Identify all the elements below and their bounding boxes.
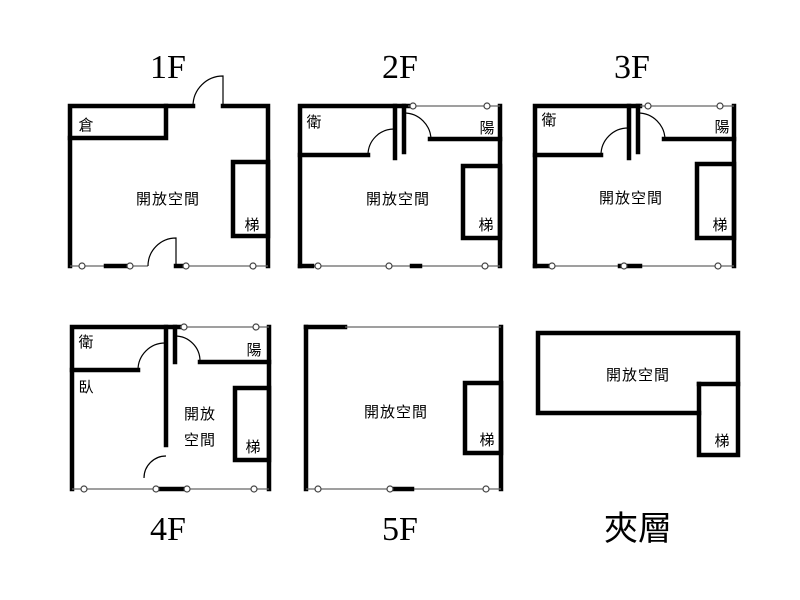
floor-4f: 4F 衛 臥 陽 開放 空間 梯 bbox=[69, 323, 272, 548]
floor-1f: 1F 倉 開放空間 梯 bbox=[67, 49, 271, 270]
room-storage-label: 倉 bbox=[78, 116, 93, 134]
window-post bbox=[483, 102, 491, 110]
room-bath-label: 衛 bbox=[306, 113, 321, 131]
stairs-box bbox=[230, 159, 271, 239]
window-post bbox=[250, 485, 258, 493]
window-post bbox=[409, 102, 417, 110]
floor-4f-label: 4F bbox=[150, 511, 186, 548]
door-swing bbox=[147, 237, 177, 267]
floor-1f-label: 1F bbox=[150, 49, 186, 86]
window-post bbox=[481, 262, 489, 270]
window-post bbox=[644, 102, 652, 110]
room-stairs-label: 梯 bbox=[712, 216, 727, 234]
window-post bbox=[152, 485, 160, 493]
floor-3f-label: 3F bbox=[614, 49, 650, 86]
room-bath-label: 衛 bbox=[78, 333, 93, 351]
wall bbox=[67, 103, 196, 269]
door-swing bbox=[600, 127, 629, 156]
window-post bbox=[716, 102, 724, 110]
stairs-box bbox=[694, 161, 737, 241]
door-swing bbox=[192, 75, 224, 107]
door-swing bbox=[174, 335, 201, 362]
window-post bbox=[385, 262, 393, 270]
window-post bbox=[314, 262, 322, 270]
floor-2f-label: 2F bbox=[382, 49, 418, 86]
floor-3f: 3F 衛 陽 開放空間 梯 bbox=[532, 49, 737, 270]
room-stairs-label: 梯 bbox=[479, 431, 494, 449]
room-open-space-label: 開放空間 bbox=[364, 403, 428, 421]
door-swing bbox=[403, 112, 432, 141]
floor-mezzanine: 夾層 開放空間 梯 bbox=[535, 330, 741, 548]
window-post bbox=[386, 485, 394, 493]
window-post bbox=[78, 262, 86, 270]
room-open-space-label-line1: 開放 bbox=[184, 405, 216, 423]
window-post bbox=[180, 323, 188, 331]
door-swing bbox=[637, 112, 666, 141]
window-post bbox=[80, 485, 88, 493]
floor-5f: 5F 開放空間 梯 bbox=[303, 324, 504, 548]
wall bbox=[67, 103, 169, 141]
floor-5f-label: 5F bbox=[382, 511, 418, 548]
window-post bbox=[249, 262, 257, 270]
window-post bbox=[314, 485, 322, 493]
window-post bbox=[182, 262, 190, 270]
room-bath-label: 衛 bbox=[541, 111, 556, 129]
room-open-space-label: 開放空間 bbox=[606, 366, 670, 384]
window-post bbox=[126, 262, 134, 270]
room-open-space-label: 開放空間 bbox=[136, 190, 200, 208]
wall bbox=[69, 324, 183, 492]
room-stairs-label: 梯 bbox=[244, 216, 259, 234]
room-stairs-label: 梯 bbox=[478, 216, 493, 234]
window-post bbox=[183, 485, 191, 493]
door-swing bbox=[367, 128, 395, 156]
door-swing bbox=[143, 455, 167, 479]
room-balcony-label: 陽 bbox=[479, 119, 494, 137]
window-post bbox=[548, 262, 556, 270]
stairs-box bbox=[462, 380, 504, 456]
wall bbox=[220, 103, 271, 269]
wall bbox=[535, 330, 741, 458]
window-post bbox=[620, 262, 628, 270]
room-open-space-label: 開放空間 bbox=[366, 190, 430, 208]
wall bbox=[532, 103, 643, 269]
window-post bbox=[714, 262, 722, 270]
room-open-space-label-line2: 空間 bbox=[184, 431, 216, 449]
room-balcony-label: 陽 bbox=[714, 118, 729, 136]
stairs-box bbox=[232, 385, 272, 463]
room-open-space-label: 開放空間 bbox=[599, 189, 663, 207]
wall bbox=[297, 103, 411, 269]
floor-2f: 2F 衛 陽 開放空間 梯 bbox=[297, 49, 503, 270]
door-swing bbox=[137, 342, 166, 371]
room-stairs-label: 梯 bbox=[245, 438, 260, 456]
room-balcony-label: 陽 bbox=[246, 341, 261, 359]
floor-mezzanine-label: 夾層 bbox=[604, 511, 672, 548]
window-post bbox=[252, 323, 260, 331]
window-post bbox=[482, 485, 490, 493]
room-stairs-label: 梯 bbox=[714, 432, 729, 450]
room-bedroom-label: 臥 bbox=[78, 378, 93, 396]
stairs-box bbox=[460, 163, 503, 241]
